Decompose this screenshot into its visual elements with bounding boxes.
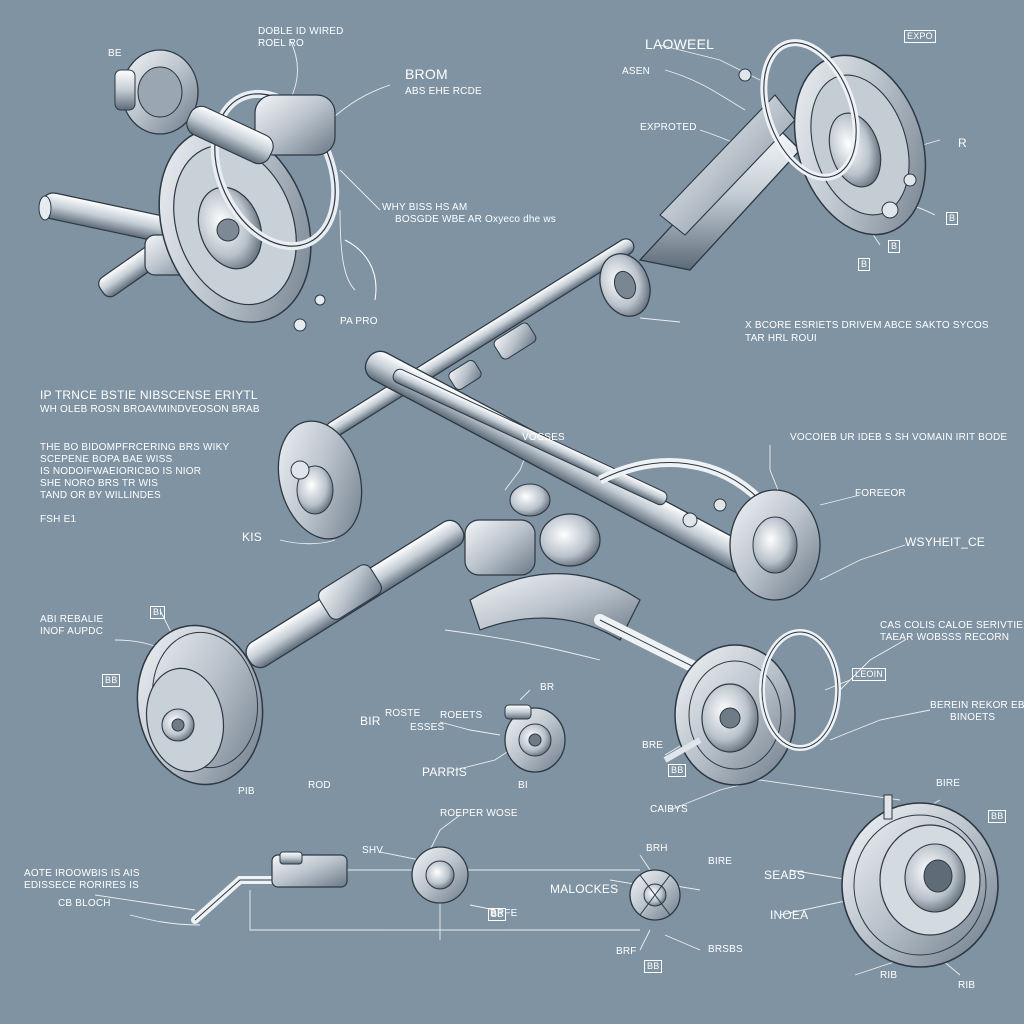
label-b-3: BRH xyxy=(646,843,668,854)
label-b-6: SEABS xyxy=(764,868,806,882)
label-bl-1: AOTE IROOWBIS IS AIS xyxy=(24,868,140,879)
label-tl-7: BOSGDE WBE AR Oxyeco dhe ws xyxy=(395,214,557,225)
small-bearing-center xyxy=(504,704,566,773)
label-r-3: LEOIN xyxy=(852,668,887,681)
label-ml-8: FSH E1 xyxy=(40,514,77,525)
label-c-18: BRE xyxy=(642,740,664,751)
label-tr-5: R xyxy=(958,136,967,150)
top-left-hub-assembly xyxy=(38,49,377,332)
label-tl-5: ABS EHE RCDE xyxy=(405,86,482,97)
label-ml-2: WH OLEB ROSN BROAVMINDVEOSON BRAB xyxy=(40,404,260,415)
label-ml-3: THE BO BIDOMPFRCERING BRS WIKY xyxy=(40,442,230,453)
label-c-4: KIS xyxy=(242,530,262,544)
bottom-components xyxy=(191,846,681,924)
label-c-5: WSYHEIT_CE xyxy=(905,535,986,549)
label-c-21: BI xyxy=(518,780,528,791)
label-ml-6: SHE NORO BRS TR WIS xyxy=(40,478,159,489)
lower-right-wheel-hub xyxy=(663,629,841,786)
label-b-10: BRFE xyxy=(490,908,518,919)
label-c-2: VOCOIEB UR IDEB S SH VOMAIN IRIT BODE xyxy=(790,432,1008,443)
label-tr-8: B xyxy=(858,258,871,271)
label-c-6: ABI REBALIE xyxy=(40,614,104,625)
label-tl-2: ROEL RO xyxy=(258,38,305,49)
label-c-11: ESSES xyxy=(410,722,445,733)
label-ml-4: SCEPENE BOPA BAE WISS xyxy=(40,454,173,465)
label-b-12: RIB xyxy=(958,980,976,991)
label-tr-4: EXPO xyxy=(904,30,936,43)
label-b-7: BRSBS xyxy=(708,944,743,955)
label-mr-1: X BCORE ESRIETS DRIVEM ABCE SAKTO SYCOS xyxy=(745,320,989,331)
label-tl-3: BE xyxy=(108,48,122,59)
label-c-14: PARRIS xyxy=(422,765,467,779)
label-ml-5: IS NODOIFWAEIORICBO IS NIOR xyxy=(40,466,202,477)
bottom-right-large-bearing xyxy=(841,794,999,968)
label-r-5: BINOETS xyxy=(950,712,996,723)
label-c-1: VOCSES xyxy=(522,432,565,443)
label-tr-2: ASEN xyxy=(622,66,651,77)
label-c-10: ROSTE xyxy=(385,708,421,719)
label-b-1: ROEPER WOSE xyxy=(440,808,518,819)
label-c-3: FOREEOR xyxy=(855,488,906,499)
label-tr-1: LAOWEEL xyxy=(645,36,715,52)
label-b-4: MALOCKES xyxy=(550,882,619,896)
label-b-2: SHV xyxy=(362,845,384,856)
label-c-9: BB xyxy=(102,674,121,687)
label-br-2: BB xyxy=(988,810,1007,823)
lower-left-halfshaft xyxy=(136,519,465,786)
label-b-8: INOEA xyxy=(770,908,809,922)
label-b-11: BB xyxy=(488,908,507,921)
label-r-1: CAS COLIS CALOE SERIVTIEI xyxy=(880,620,1024,631)
label-bl-2: EDISSECE RORIRES IS xyxy=(24,880,139,891)
label-b-9: BRF xyxy=(616,946,637,957)
label-ml-1: IP TRNCE BSTIE NIBSCENSE ERIYTL xyxy=(40,388,258,402)
label-tr-3: EXPROTED xyxy=(640,122,697,133)
label-tl-4: BROM xyxy=(405,66,448,82)
center-axle-housing xyxy=(277,350,821,706)
label-c-19: BB xyxy=(668,764,687,777)
label-b-13: BB xyxy=(644,960,663,973)
label-b-5: BIRE xyxy=(708,856,733,867)
label-c-8: BI xyxy=(150,606,165,619)
label-c-17: PIB xyxy=(238,786,255,797)
label-ml-7: TAND OR BY WILLINDES xyxy=(40,490,161,501)
label-r-4: BEREIN REKOR EBI xyxy=(930,700,1024,711)
label-tr-7: B xyxy=(888,240,901,253)
label-c-16: ROD xyxy=(308,780,331,791)
label-tl-1: DOBLE ID WIRED xyxy=(258,26,344,37)
label-bl-3: CB BLOCH xyxy=(58,898,111,909)
label-r-2: TAEAR WOBSSS RECORN xyxy=(880,632,1010,643)
label-c-20: CAIBYS xyxy=(650,804,688,815)
label-br-1: BIRE xyxy=(936,778,961,789)
label-c-7: INOF AUPDC xyxy=(40,626,104,637)
label-mr-2: TAR HRL ROUI xyxy=(745,333,817,344)
label-tr-6: B xyxy=(946,212,959,225)
label-c-15: BR xyxy=(540,682,555,693)
label-tl-8: PA PRO xyxy=(340,316,378,327)
label-br-3: RIB xyxy=(880,970,898,981)
label-c-13: BIR xyxy=(360,714,381,728)
label-c-12: ROEETS xyxy=(440,710,483,721)
label-tl-6: WHY BISS HS AM xyxy=(382,202,468,213)
top-right-knuckle xyxy=(638,39,927,271)
